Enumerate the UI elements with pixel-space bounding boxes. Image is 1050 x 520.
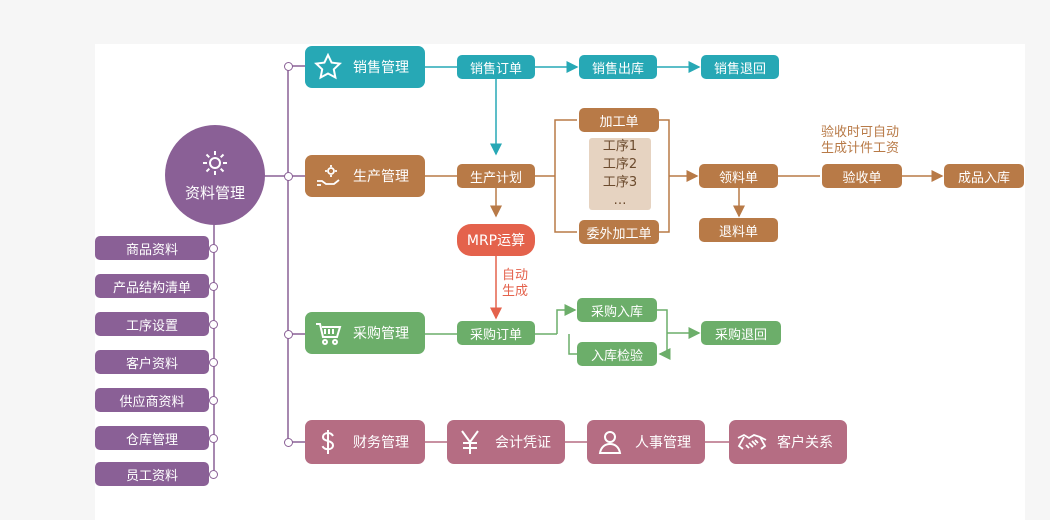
hr-module-label: 人事管理 bbox=[635, 435, 691, 451]
mrp-note-line: 自动 bbox=[501, 268, 528, 283]
process-order[interactable]: 加工单 bbox=[579, 108, 659, 132]
process-step: 工序2 bbox=[602, 157, 638, 172]
connector-dot bbox=[284, 172, 293, 181]
sales-outbound-label: 销售出库 bbox=[591, 61, 644, 77]
sales-order[interactable]: 销售订单 bbox=[457, 55, 535, 79]
dollar-icon bbox=[313, 427, 343, 457]
process-step: 工序1 bbox=[602, 139, 638, 154]
connector-dot bbox=[284, 62, 293, 71]
master-data-item[interactable]: 工序设置 bbox=[95, 312, 209, 336]
master-data-item[interactable]: 员工资料 bbox=[95, 462, 209, 486]
sales-return-label: 销售退回 bbox=[713, 61, 766, 77]
master-data-item-label: 客户资料 bbox=[125, 356, 178, 372]
purchase-inbound[interactable]: 采购入库 bbox=[577, 298, 657, 322]
cart-icon bbox=[313, 318, 343, 348]
purchase-order[interactable]: 采购订单 bbox=[457, 321, 535, 345]
sales-module-label: 销售管理 bbox=[353, 60, 409, 76]
finance-module[interactable]: 财务管理 bbox=[305, 420, 425, 464]
purchase-module[interactable]: 采购管理 bbox=[305, 312, 425, 354]
outsource-order-label: 委外加工单 bbox=[586, 226, 652, 242]
connector-dot bbox=[209, 434, 218, 443]
inspection-note: 验收时可自动 生成计件工资 bbox=[810, 125, 910, 157]
production-module[interactable]: 生产管理 bbox=[305, 155, 425, 197]
master-data-item-label: 产品结构清单 bbox=[112, 280, 191, 296]
production-plan-label: 生产计划 bbox=[469, 170, 522, 186]
finance-module-label: 财务管理 bbox=[353, 435, 409, 451]
accounting-voucher[interactable]: 会计凭证 bbox=[447, 420, 565, 464]
material-return[interactable]: 退料单 bbox=[699, 218, 778, 242]
purchase-order-label: 采购订单 bbox=[469, 327, 522, 343]
yen-icon bbox=[455, 427, 485, 457]
handshake-icon bbox=[737, 427, 767, 457]
connector-dot bbox=[209, 470, 218, 479]
hand-gear-icon bbox=[313, 161, 343, 191]
connector-dot bbox=[209, 244, 218, 253]
connector-dot bbox=[209, 396, 218, 405]
crm-module-label: 客户关系 bbox=[777, 435, 833, 451]
star-icon bbox=[313, 52, 343, 82]
gear-icon bbox=[200, 148, 230, 182]
master-data-item[interactable]: 仓库管理 bbox=[95, 426, 209, 450]
sales-order-label: 销售订单 bbox=[469, 61, 522, 77]
person-icon bbox=[595, 427, 625, 457]
inspection-receipt-label: 验收单 bbox=[842, 170, 882, 186]
inspection-note-line: 验收时可自动 bbox=[820, 125, 899, 140]
inspection-note-line: 生成计件工资 bbox=[820, 141, 899, 156]
mrp-note-line: 生成 bbox=[501, 284, 528, 299]
picking-list[interactable]: 领料单 bbox=[699, 164, 778, 188]
hr-module[interactable]: 人事管理 bbox=[587, 420, 705, 464]
connector-dot bbox=[209, 320, 218, 329]
crm-module[interactable]: 客户关系 bbox=[729, 420, 847, 464]
connector-dot bbox=[284, 438, 293, 447]
inbound-inspection-label: 入库检验 bbox=[590, 348, 643, 364]
master-data-item-label: 商品资料 bbox=[125, 242, 178, 258]
sales-return[interactable]: 销售退回 bbox=[701, 55, 779, 79]
master-data-item[interactable]: 产品结构清单 bbox=[95, 274, 209, 298]
accounting-voucher-label: 会计凭证 bbox=[495, 435, 551, 451]
finished-goods-inbound[interactable]: 成品入库 bbox=[944, 164, 1024, 188]
material-return-label: 退料单 bbox=[718, 224, 758, 240]
master-data-item-label: 员工资料 bbox=[125, 468, 178, 484]
process-step: 工序3 bbox=[602, 175, 638, 190]
connector-dot bbox=[209, 358, 218, 367]
master-data-label: 资料管理 bbox=[184, 183, 245, 202]
purchase-return[interactable]: 采购退回 bbox=[701, 321, 781, 345]
process-order-label: 加工单 bbox=[599, 114, 639, 130]
master-data-item[interactable]: 供应商资料 bbox=[95, 388, 209, 412]
master-data-item-label: 仓库管理 bbox=[125, 432, 178, 448]
sales-module[interactable]: 销售管理 bbox=[305, 46, 425, 88]
process-steps: 工序1 工序2 工序3 … bbox=[589, 138, 651, 210]
master-data-item[interactable]: 商品资料 bbox=[95, 236, 209, 260]
master-data-item-label: 供应商资料 bbox=[119, 394, 185, 410]
process-step: … bbox=[613, 193, 627, 208]
finished-goods-label: 成品入库 bbox=[957, 170, 1010, 186]
master-data-hub[interactable]: 资料管理 bbox=[165, 125, 265, 225]
production-module-label: 生产管理 bbox=[353, 169, 409, 185]
purchase-module-label: 采购管理 bbox=[353, 326, 409, 342]
outsource-order[interactable]: 委外加工单 bbox=[579, 220, 659, 244]
master-data-item-label: 工序设置 bbox=[125, 318, 178, 334]
inbound-inspection[interactable]: 入库检验 bbox=[577, 342, 657, 366]
connector-dot bbox=[284, 330, 293, 339]
inspection-receipt[interactable]: 验收单 bbox=[822, 164, 902, 188]
purchase-inbound-label: 采购入库 bbox=[590, 304, 643, 320]
picking-list-label: 领料单 bbox=[718, 170, 758, 186]
connector-dot bbox=[209, 282, 218, 291]
purchase-return-label: 采购退回 bbox=[714, 327, 767, 343]
production-plan[interactable]: 生产计划 bbox=[457, 164, 535, 188]
mrp-label: MRP运算 bbox=[466, 233, 526, 249]
mrp-note: 自动 生成 bbox=[500, 268, 530, 300]
sales-outbound[interactable]: 销售出库 bbox=[579, 55, 657, 79]
mrp-calculation[interactable]: MRP运算 bbox=[457, 224, 535, 256]
master-data-item[interactable]: 客户资料 bbox=[95, 350, 209, 374]
